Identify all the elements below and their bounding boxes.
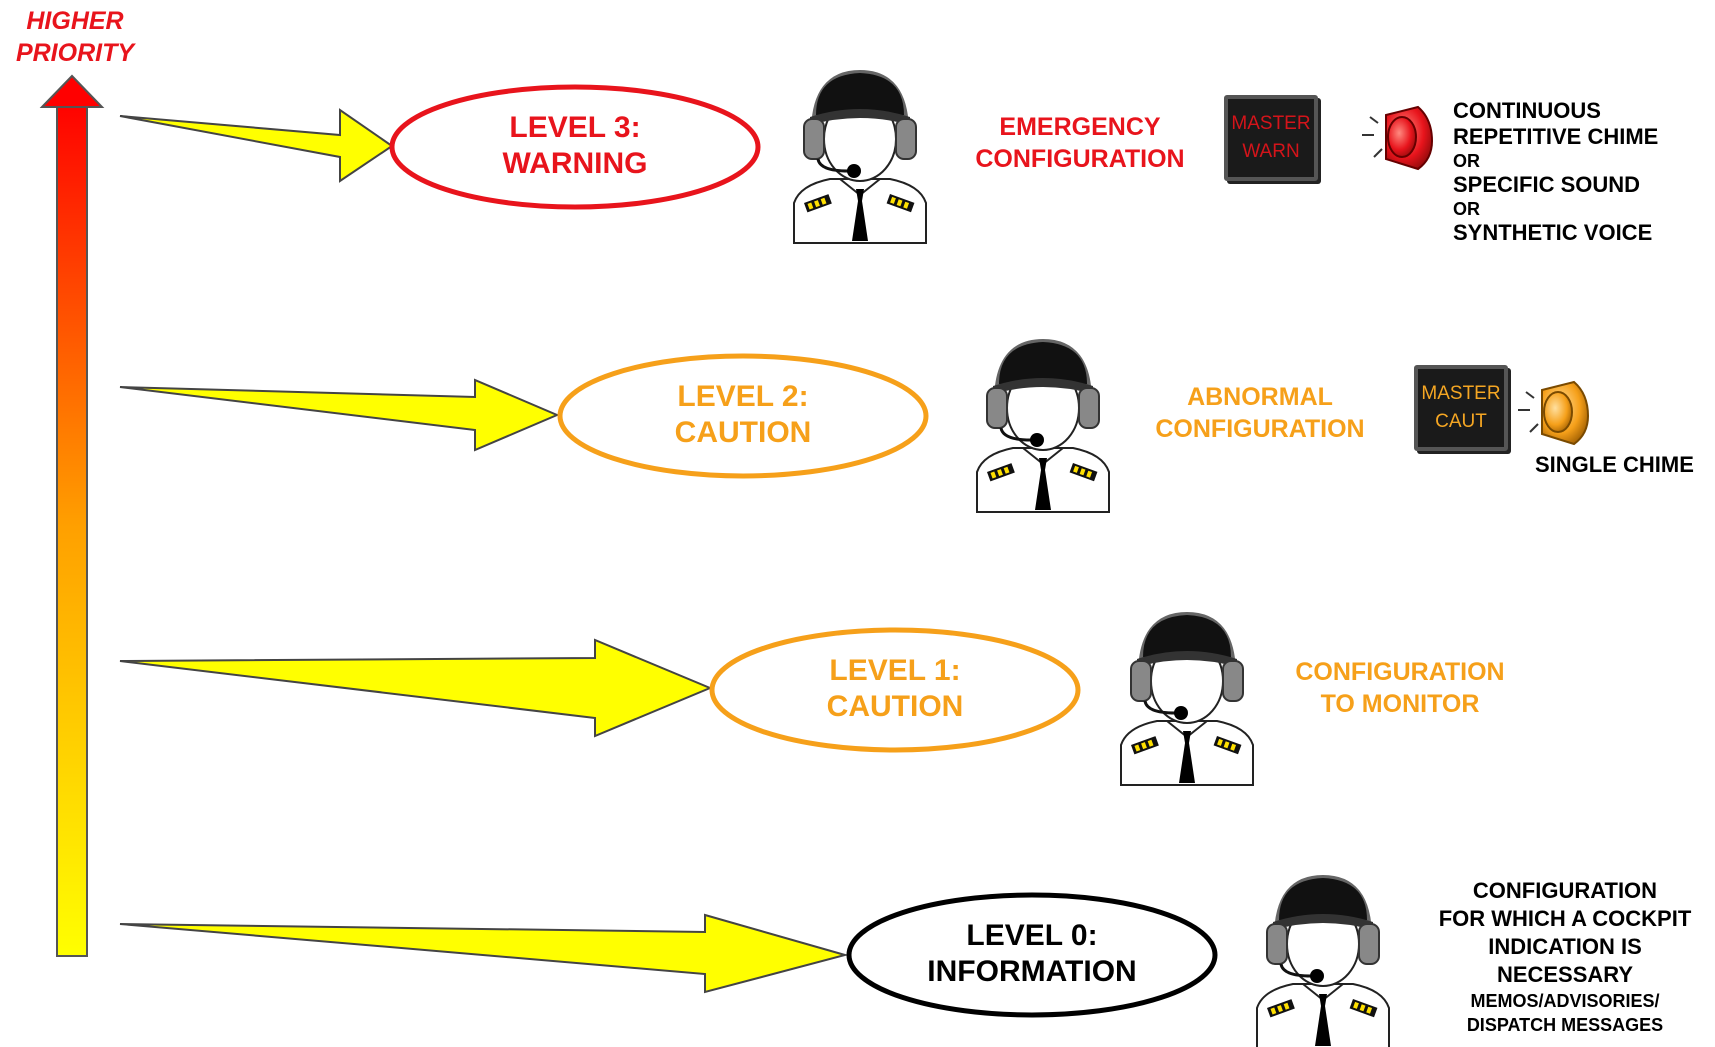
aural-line: SPECIFIC SOUND	[1453, 172, 1641, 197]
level-3-label: LEVEL 3: WARNING	[425, 110, 725, 182]
level-2-label-line1: LEVEL 2:	[677, 380, 809, 413]
description-line: INDICATION IS	[1488, 934, 1642, 959]
pilot-icon	[977, 342, 1109, 512]
level-0-label-line1: LEVEL 0:	[966, 919, 1098, 952]
level-1-configuration-line1: CONFIGURATION	[1295, 658, 1505, 686]
description-line: NECESSARY	[1496, 962, 1634, 987]
aural-line: SINGLE CHIME	[1535, 452, 1694, 477]
level-0-label-line2: INFORMATION	[927, 955, 1137, 988]
level-0-label: LEVEL 0: INFORMATION	[882, 918, 1182, 990]
aural-line: OR	[1453, 199, 1480, 219]
level-1-label-line1: LEVEL 1:	[829, 654, 961, 687]
level-2-label-line2: CAUTION	[674, 416, 812, 449]
level-3-configuration-line1: EMERGENCY	[999, 113, 1161, 141]
level-3-arrow	[119, 108, 394, 183]
level-1-configuration-line2: TO MONITOR	[1320, 690, 1480, 718]
priority-arrow-head	[39, 74, 105, 108]
master-warn-line2: WARN	[1242, 141, 1300, 162]
level-2-ellipse	[557, 353, 929, 479]
level-3-label-line2: WARNING	[502, 147, 648, 180]
priority-label-line1: HIGHER	[26, 7, 124, 35]
level-2-aural-alert: SINGLE CHIME	[1535, 452, 1694, 478]
pilot-icon	[1257, 878, 1389, 1047]
level-3-aural-alert: CONTINUOUS REPETITIVE CHIME OR SPECIFIC …	[1453, 98, 1658, 246]
aural-line: SYNTHETIC VOICE	[1453, 220, 1653, 245]
master-caut-light: MASTER CAUT	[1414, 365, 1508, 451]
priority-label: HIGHER PRIORITY	[0, 5, 150, 69]
bell-icon	[1518, 380, 1590, 446]
pilot-icon	[1121, 615, 1253, 785]
level-3-ellipse	[389, 84, 761, 210]
level-2-configuration-line1: ABNORMAL	[1187, 383, 1333, 411]
level-3-configuration-line2: CONFIGURATION	[975, 145, 1185, 173]
master-caut-line1: MASTER	[1421, 383, 1501, 404]
level-1-label: LEVEL 1: CAUTION	[745, 653, 1045, 725]
level-1-configuration: CONFIGURATION TO MONITOR	[1275, 656, 1525, 720]
level-1-label-line2: CAUTION	[826, 690, 964, 723]
level-0-ellipse	[846, 892, 1218, 1018]
description-line: FOR WHICH A COCKPIT	[1438, 906, 1692, 931]
aural-line: CONTINUOUS	[1453, 98, 1601, 123]
bell-icon	[1362, 105, 1434, 171]
level-0-description: CONFIGURATION FOR WHICH A COCKPIT INDICA…	[1420, 877, 1710, 1037]
priority-arrow-shaft	[56, 98, 88, 957]
level-2-configuration-line2: CONFIGURATION	[1155, 415, 1365, 443]
level-1-arrow	[119, 638, 713, 738]
level-2-configuration: ABNORMAL CONFIGURATION	[1135, 381, 1385, 445]
pilot-icon	[794, 73, 926, 243]
master-warn-line1: MASTER	[1231, 113, 1311, 134]
level-3-configuration: EMERGENCY CONFIGURATION	[955, 111, 1205, 175]
description-line: CONFIGURATION	[1472, 878, 1658, 903]
priority-label-line2: PRIORITY	[15, 39, 135, 67]
level-2-arrow	[119, 378, 560, 452]
level-0-arrow	[119, 913, 849, 994]
level-1-ellipse	[709, 627, 1081, 753]
master-caut-line2: CAUT	[1435, 411, 1487, 432]
messages-line: MEMOS/ADVISORIES/	[1470, 991, 1660, 1011]
aural-line: OR	[1453, 151, 1480, 171]
level-3-label-line1: LEVEL 3:	[509, 111, 641, 144]
level-2-label: LEVEL 2: CAUTION	[593, 379, 893, 451]
master-warn-light: MASTER WARN	[1224, 95, 1318, 181]
messages-line: DISPATCH MESSAGES	[1466, 1015, 1664, 1035]
aural-line: REPETITIVE CHIME	[1453, 124, 1659, 149]
